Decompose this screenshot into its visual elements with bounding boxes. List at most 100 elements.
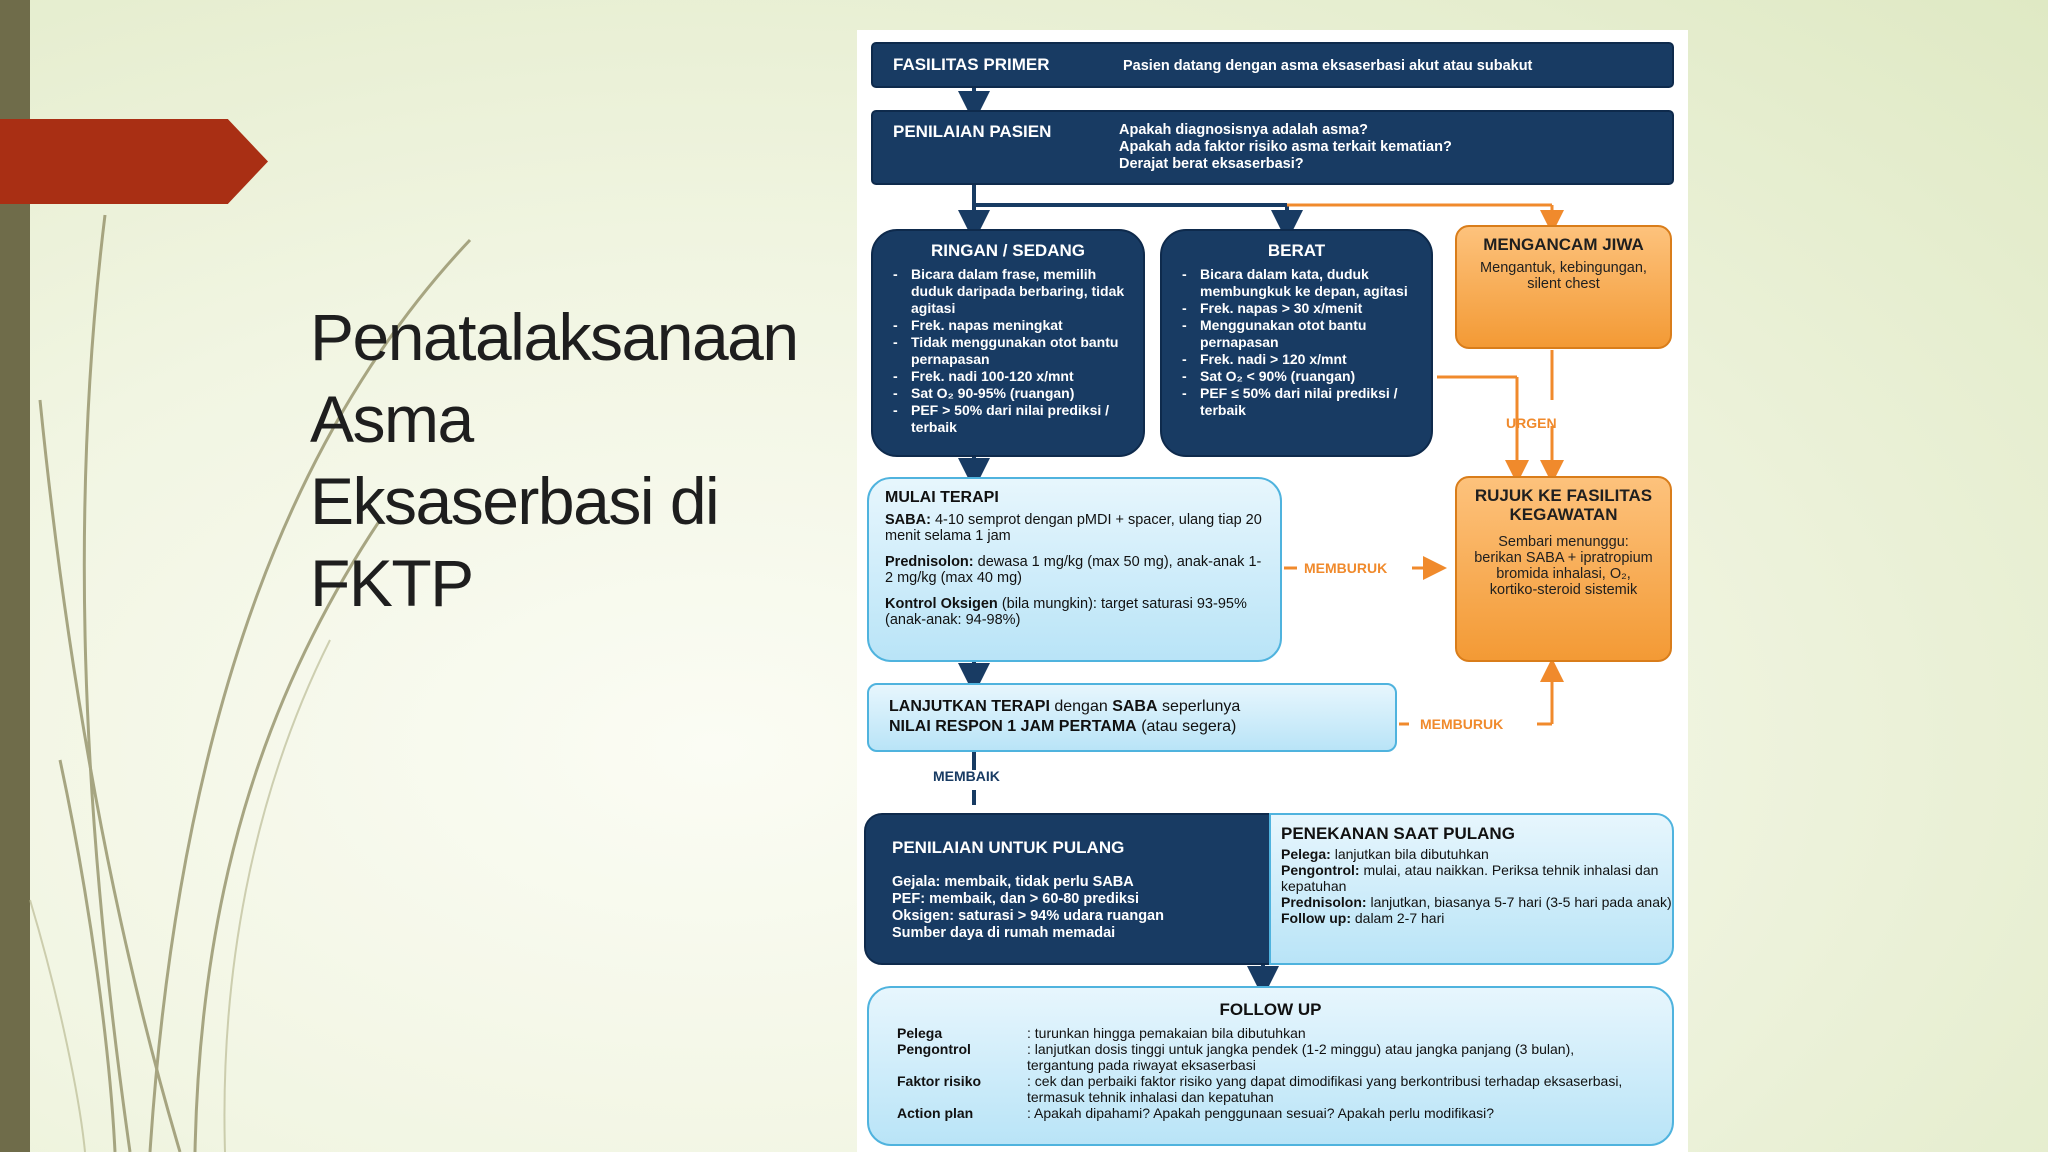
reliever-key: Pelega: bbox=[1281, 846, 1331, 862]
follow-up-value: : cek dan perbaiki faktor risiko yang da… bbox=[1027, 1073, 1623, 1105]
follow-up-key: Action plan bbox=[897, 1105, 974, 1121]
referral-text: Sembari menunggu: berikan SABA + ipratro… bbox=[1474, 534, 1653, 598]
continue-therapy-bold: LANJUTKAN TERAPI bbox=[889, 698, 1050, 715]
controller-value: mulai, atau naikkan. Periksa tehnik inha… bbox=[1281, 862, 1659, 894]
continue-therapy-line-1: LANJUTKAN TERAPI dengan SABA seperlunya bbox=[889, 697, 1395, 717]
severe-list: Bicara dalam kata, duduk membungkuk ke d… bbox=[1162, 266, 1431, 419]
life-threatening-text: Mengantuk, kebingungan, silent chest bbox=[1480, 260, 1647, 292]
prednisolone-value: dewasa 1 mg/kg (max 50 mg), anak-anak 1-… bbox=[885, 554, 1262, 586]
severe-item: Menggunakan otot bantu pernapasan bbox=[1182, 317, 1421, 351]
symptoms-line: Gejala: membaik, tidak perlu SABA bbox=[892, 874, 1274, 891]
oxygen-value: (bila mungkin): target saturasi 93-95% (… bbox=[885, 596, 1247, 628]
follow-up-rows: Pelega : turunkan hingga pemakaian bila d… bbox=[869, 1025, 1672, 1121]
prednisolone-discharge-line: Prednisolon: lanjutkan, biasanya 5-7 har… bbox=[1281, 894, 1672, 910]
follow-up-key: Faktor risiko bbox=[897, 1073, 982, 1089]
severe-item: Frek. nadi > 120 x/mnt bbox=[1182, 351, 1421, 368]
mild-moderate-item: Tidak menggunakan otot bantu pernapasan bbox=[893, 334, 1133, 368]
oxygen-line: Kontrol Oksigen (bila mungkin): target s… bbox=[885, 596, 1264, 628]
patient-assessment-box: PENILAIAN PASIEN Apakah diagnosisnya ada… bbox=[871, 110, 1674, 185]
prednisolone-key: Prednisolon: bbox=[885, 554, 974, 570]
prednisolone-discharge-key: Prednisolon: bbox=[1281, 894, 1367, 910]
primary-facility-box: FASILITAS PRIMER Pasien datang dengan as… bbox=[871, 42, 1674, 88]
oxygen-key: Kontrol Oksigen bbox=[885, 596, 998, 612]
severe-item: Sat O₂ < 90% (ruangan) bbox=[1182, 368, 1421, 385]
mild-moderate-item: Frek. napas meningkat bbox=[893, 317, 1133, 334]
reliever-line: Pelega: lanjutkan bila dibutuhkan bbox=[1281, 846, 1672, 862]
continue-therapy-box: LANJUTKAN TERAPI dengan SABA seperlunya … bbox=[867, 683, 1397, 752]
discharge-emphasis-title: PENEKANAN SAAT PULANG bbox=[1281, 824, 1515, 843]
life-threatening-title: MENGANCAM JIWA bbox=[1483, 235, 1644, 254]
follow-up-title: FOLLOW UP bbox=[1219, 1000, 1322, 1019]
followup-days-value: dalam 2-7 hari bbox=[1354, 910, 1445, 926]
red-chevron-decoration bbox=[0, 119, 268, 204]
follow-up-box: FOLLOW UP Pelega : turunkan hingga pemaka… bbox=[867, 986, 1674, 1146]
continue-therapy-line-2: NILAI RESPON 1 JAM PERTAMA (atau segera) bbox=[889, 717, 1395, 737]
mild-moderate-list: Bicara dalam frase, memilih duduk daripa… bbox=[873, 266, 1143, 436]
severe-box: BERAT Bicara dalam kata, duduk membungku… bbox=[1160, 229, 1433, 457]
mild-moderate-box: RINGAN / SEDANG Bicara dalam frase, memi… bbox=[871, 229, 1145, 457]
symptoms-key: Gejala: bbox=[892, 874, 941, 890]
mild-moderate-title: RINGAN / SEDANG bbox=[931, 241, 1085, 260]
mild-moderate-item: PEF > 50% dari nilai prediksi / terbaik bbox=[893, 402, 1133, 436]
improving-label: MEMBAIK bbox=[933, 768, 1000, 784]
assess-response-note: (atau segera) bbox=[1141, 718, 1237, 735]
mild-moderate-item: Frek. nadi 100-120 x/mnt bbox=[893, 368, 1133, 385]
severe-item: Frek. napas > 30 x/menit bbox=[1182, 300, 1421, 317]
start-therapy-title: MULAI TERAPI bbox=[885, 489, 999, 506]
patient-assessment-label: PENILAIAN PASIEN bbox=[893, 122, 1052, 141]
mild-moderate-item: Bicara dalam frase, memilih duduk daripa… bbox=[893, 266, 1133, 317]
asthma-flowchart: FASILITAS PRIMER Pasien datang dengan as… bbox=[857, 30, 1688, 1152]
primary-facility-text: Pasien datang dengan asma eksaserbasi ak… bbox=[1123, 58, 1533, 74]
severe-title: BERAT bbox=[1267, 241, 1326, 260]
pef-key: PEF: bbox=[892, 891, 926, 907]
followup-days-key: Follow up: bbox=[1281, 910, 1351, 926]
follow-up-row: Faktor risiko : cek dan perbaiki faktor r… bbox=[897, 1073, 1642, 1105]
assess-response-bold: NILAI RESPON 1 JAM PERTAMA bbox=[889, 718, 1137, 735]
symptoms-value: membaik, tidak perlu SABA bbox=[944, 874, 1134, 890]
patient-assessment-questions: Apakah diagnosisnya adalah asma? Apakah … bbox=[1119, 122, 1452, 173]
life-threatening-box: MENGANCAM JIWA Mengantuk, kebingungan, s… bbox=[1455, 225, 1672, 349]
question-1: Apakah diagnosisnya adalah asma? bbox=[1119, 122, 1369, 138]
saba-line: SABA: 4-10 semprot dengan pMDI + spacer,… bbox=[885, 512, 1264, 544]
follow-up-key: Pengontrol bbox=[897, 1041, 971, 1057]
pef-value: membaik, dan > 60-80 prediksi bbox=[929, 891, 1140, 907]
prednisolone-discharge-value: lanjutkan, biasanya 5-7 hari (3-5 hari p… bbox=[1370, 894, 1672, 910]
discharge-emphasis-box: PENEKANAN SAAT PULANG Pelega: lanjutkan … bbox=[1269, 813, 1674, 965]
worsening-label-2: MEMBURUK bbox=[1420, 716, 1504, 732]
saba-value: 4-10 semprot dengan pMDI + spacer, ulang… bbox=[885, 512, 1262, 544]
start-therapy-box: MULAI TERAPI SABA: 4-10 semprot dengan p… bbox=[867, 477, 1282, 662]
slide-title: Penatalaksanaan Asma Eksaserbasi di FKTP bbox=[310, 300, 799, 620]
continue-therapy-word: dengan bbox=[1054, 698, 1108, 715]
referral-title: RUJUK KE FASILITAS KEGAWATAN bbox=[1474, 486, 1653, 524]
follow-up-value: : Apakah dipahami? Apakah penggunaan ses… bbox=[1027, 1105, 1495, 1121]
question-2: Apakah ada faktor risiko asma terkait ke… bbox=[1119, 139, 1452, 155]
prednisolone-line: Prednisolon: dewasa 1 mg/kg (max 50 mg),… bbox=[885, 554, 1264, 586]
connector-lines bbox=[958, 88, 1564, 998]
follow-up-value: : lanjutkan dosis tinggi untuk jangka pe… bbox=[1027, 1041, 1575, 1073]
pef-line: PEF: membaik, dan > 60-80 prediksi bbox=[892, 891, 1274, 908]
followup-days-line: Follow up: dalam 2-7 hari bbox=[1281, 910, 1672, 926]
continue-therapy-word-2: seperlunya bbox=[1161, 698, 1241, 715]
reliever-value: lanjutkan bila dibutuhkan bbox=[1334, 846, 1489, 862]
home-resources-line: Sumber daya di rumah memadai bbox=[892, 925, 1116, 941]
severe-item: Bicara dalam kata, duduk membungkuk ke d… bbox=[1182, 266, 1421, 300]
follow-up-key: Pelega bbox=[897, 1025, 943, 1041]
saba-key: SABA: bbox=[885, 512, 931, 528]
follow-up-value: : turunkan hingga pemakaian bila dibutuh… bbox=[1027, 1025, 1306, 1041]
urgent-label: URGEN bbox=[1506, 415, 1557, 431]
discharge-assessment-title: PENILAIAN UNTUK PULANG bbox=[892, 838, 1125, 857]
follow-up-row: Action plan : Apakah dipahami? Apakah pen… bbox=[897, 1105, 1642, 1121]
primary-facility-label: FASILITAS PRIMER bbox=[893, 55, 1050, 74]
oxygen-discharge-key: Oksigen: bbox=[892, 908, 955, 924]
oxygen-discharge-line: Oksigen: saturasi > 94% udara ruangan bbox=[892, 908, 1274, 925]
oxygen-discharge-value: saturasi > 94% udara ruangan bbox=[958, 908, 1164, 924]
referral-box: RUJUK KE FASILITAS KEGAWATAN Sembari men… bbox=[1455, 476, 1672, 662]
controller-line: Pengontrol: mulai, atau naikkan. Periksa… bbox=[1281, 862, 1672, 894]
decorative-curves bbox=[29, 214, 472, 1152]
mild-moderate-item: Sat O₂ 90-95% (ruangan) bbox=[893, 385, 1133, 402]
question-3: Derajat berat eksaserbasi? bbox=[1119, 156, 1304, 172]
worsening-label-1: MEMBURUK bbox=[1304, 560, 1388, 576]
continue-therapy-saba: SABA bbox=[1112, 698, 1158, 715]
severe-item: PEF ≤ 50% dari nilai prediksi / terbaik bbox=[1182, 385, 1421, 419]
discharge-assessment-box: PENILAIAN UNTUK PULANG Gejala: membaik, … bbox=[864, 813, 1276, 965]
